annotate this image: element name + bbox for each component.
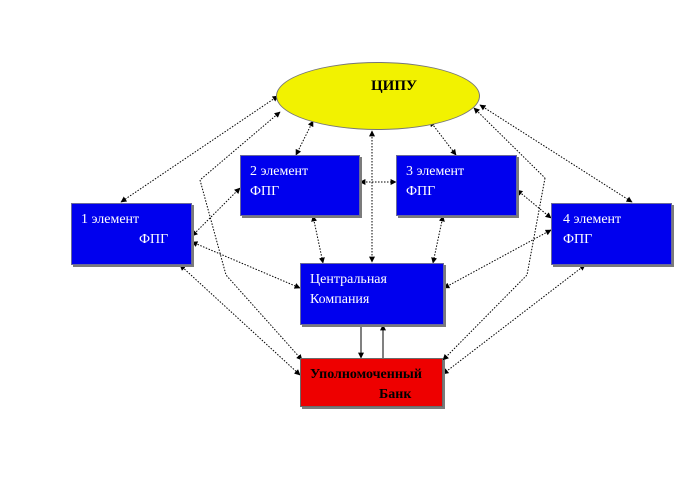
element-1-box: 1 элемент ФПГ	[71, 203, 192, 265]
connector-cipu-elem2	[295, 120, 314, 156]
authorized-bank-box: Уполномоченный Банк	[300, 358, 443, 407]
connector-elem1-bank	[179, 264, 301, 376]
connector-elem4-central	[443, 229, 552, 289]
element-4-label-line2: ФПГ	[563, 232, 593, 247]
element-2-box: 2 элемент ФПГ	[240, 155, 360, 216]
connector-elem4-bank	[442, 264, 586, 375]
element-2-label-line2: ФПГ	[250, 184, 280, 199]
bank-label-line2: Банк	[379, 387, 412, 402]
element-3-label-line2: ФПГ	[406, 184, 436, 199]
cipu-ellipse	[276, 62, 480, 130]
connector-elem3-elem4	[516, 189, 552, 219]
element-3-box: 3 элемент ФПГ	[396, 155, 517, 216]
connector-cipu-elem4	[479, 104, 633, 203]
element-2-label-line1: 2 элемент	[250, 164, 309, 179]
element-4-box: 4 элемент ФПГ	[551, 203, 672, 265]
connector-elem2-central	[311, 215, 325, 264]
bank-label-line1: Уполномоченный	[310, 367, 422, 382]
connector-cipu-elem3	[429, 120, 457, 156]
element-3-label-line1: 3 элемент	[406, 164, 465, 179]
element-1-label-line2: ФПГ	[139, 232, 169, 247]
central-company-box: Центральная Компания	[300, 263, 444, 325]
central-label-line1: Центральная	[310, 272, 387, 287]
central-label-line2: Компания	[310, 292, 370, 307]
connector-elem1-central	[191, 241, 301, 289]
cipu-label: ЦИПУ	[371, 78, 418, 94]
connector-elem1-elem2	[191, 187, 241, 237]
connector-cipu-bank-left	[199, 111, 281, 181]
element-1-label-line1: 1 элемент	[81, 212, 140, 227]
element-4-label-line1: 4 элемент	[563, 212, 622, 227]
connector-elem3-central	[431, 215, 445, 264]
